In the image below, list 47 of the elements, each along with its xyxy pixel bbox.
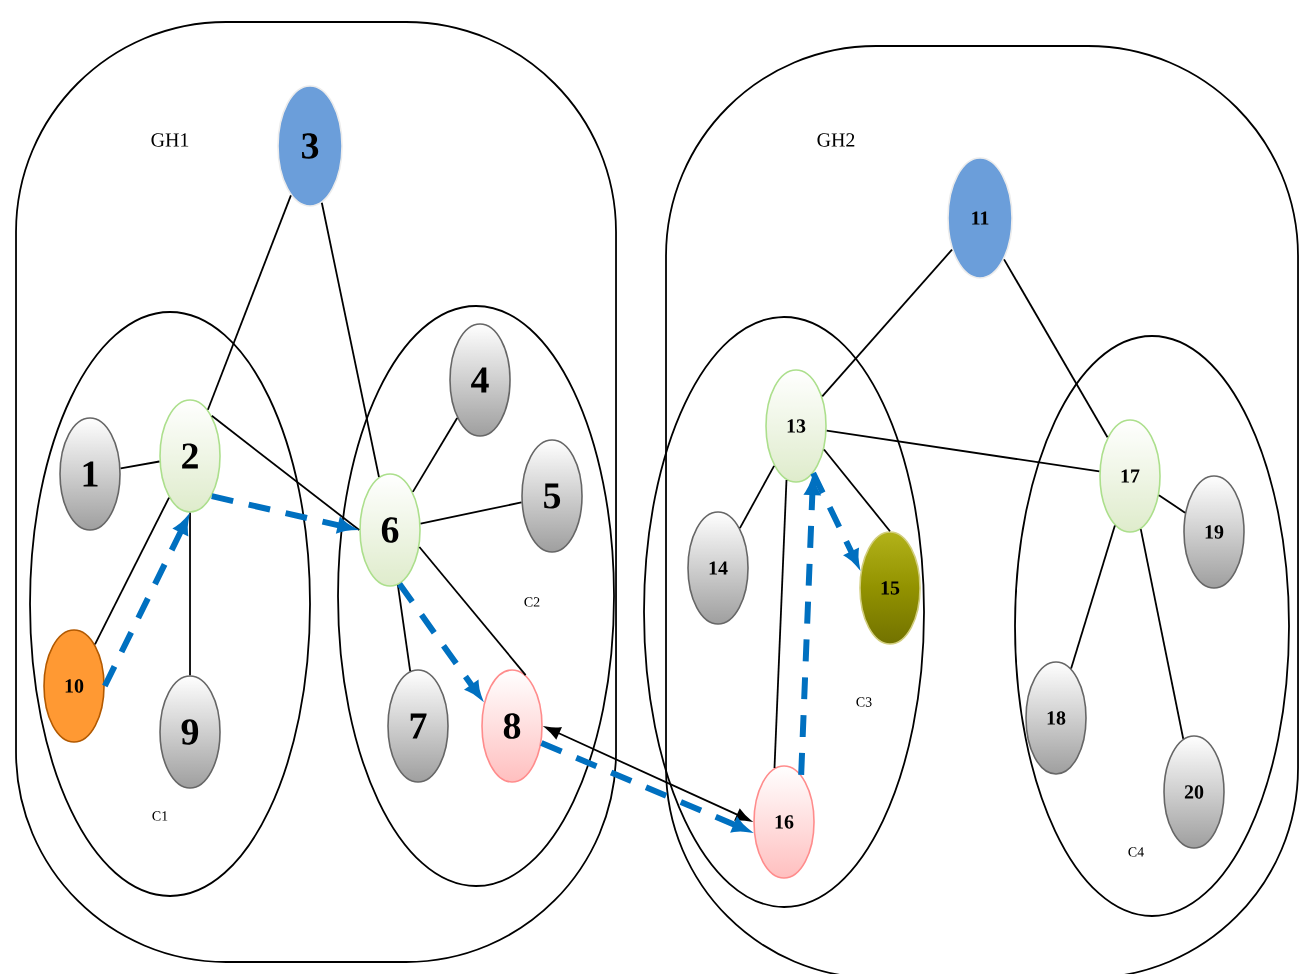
- graph-node: 3: [277, 85, 343, 207]
- graph-node: 16: [753, 765, 815, 879]
- edge-line: [821, 248, 953, 398]
- arrow: [545, 726, 751, 822]
- edge-line: [825, 429, 1101, 473]
- group-label: GH1: [151, 133, 189, 147]
- graph-node: 14: [687, 511, 749, 625]
- edge-line: [823, 448, 891, 533]
- graph-node: 10: [43, 629, 105, 743]
- graph-node: 5: [521, 439, 583, 553]
- graph-node: 17: [1099, 419, 1161, 533]
- graph-node: 8: [481, 669, 543, 783]
- dashed-arrow: [540, 740, 749, 833]
- edge-line: [396, 584, 412, 672]
- edge-line: [419, 501, 523, 525]
- edge-line: [418, 546, 527, 676]
- graph-node: 9: [159, 675, 221, 789]
- edge-line: [210, 414, 361, 531]
- graph-node: 6: [359, 473, 421, 587]
- edge-line: [320, 201, 380, 478]
- graph-node: 15: [859, 531, 921, 645]
- graph-node: 7: [387, 669, 449, 783]
- dashed-arrow: [810, 471, 860, 566]
- graph-node: 19: [1183, 475, 1245, 589]
- edge-line: [411, 417, 459, 493]
- group-label: GH2: [817, 133, 855, 147]
- graph-node: 2: [159, 399, 221, 513]
- edge-line: [94, 496, 170, 646]
- dashed-arrow: [397, 582, 482, 698]
- graph-node: 20: [1163, 735, 1225, 849]
- graph-node: 11: [947, 157, 1013, 279]
- dashed-arrow: [102, 518, 189, 688]
- edge-line: [119, 460, 161, 470]
- graph-node: 18: [1025, 661, 1087, 775]
- edge-line: [1158, 494, 1186, 514]
- edge-line: [1070, 524, 1116, 670]
- edge-line: [1139, 528, 1185, 740]
- graph-node: 4: [449, 323, 511, 437]
- edge-line: [189, 511, 191, 677]
- edge-line: [739, 465, 775, 529]
- dashed-arrow: [211, 493, 354, 533]
- edge-line: [207, 194, 292, 411]
- graph-node: 13: [765, 369, 827, 483]
- edge-line: [773, 479, 788, 769]
- edge-line: [1003, 258, 1109, 439]
- dashed-arrow: [798, 479, 820, 775]
- graph-node: 1: [59, 417, 121, 531]
